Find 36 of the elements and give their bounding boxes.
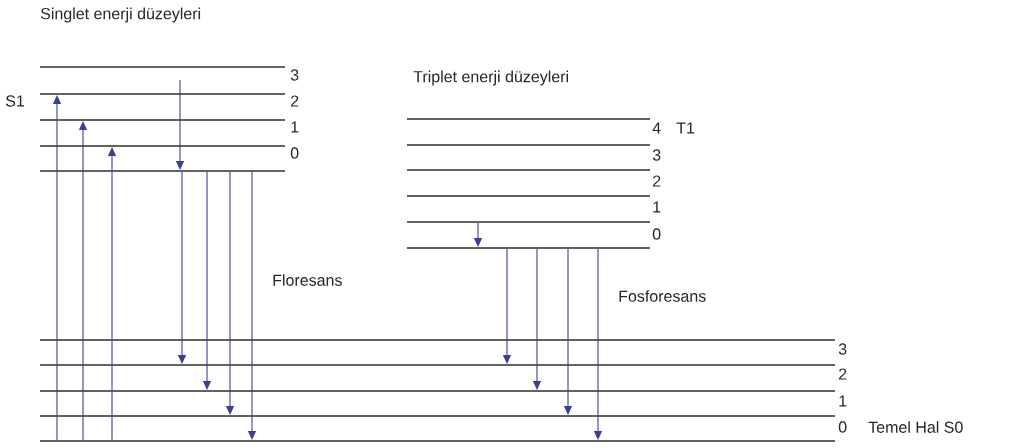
energy-level-line: [407, 144, 650, 146]
energy-level-line: [40, 390, 835, 392]
level-label: 1: [291, 121, 299, 133]
level-label: Fosforesans: [619, 290, 706, 302]
level-label: Floresans: [273, 274, 342, 286]
energy-level-line: [40, 66, 285, 68]
energy-level-line: [40, 415, 835, 417]
level-label: Singlet enerji düzeyleri: [40, 7, 201, 23]
energy-level-line: [407, 221, 650, 223]
energy-level-line: [40, 119, 285, 121]
level-label: 4: [652, 122, 661, 134]
level-label: 0: [838, 421, 847, 433]
level-label: 2: [653, 175, 661, 187]
energy-level-line: [40, 145, 285, 147]
level-label: 2: [839, 368, 847, 380]
level-label: 2: [291, 95, 299, 107]
level-label: T1: [676, 122, 695, 134]
level-label: 0: [290, 147, 299, 159]
level-label: Temel Hal S0: [868, 421, 963, 433]
energy-level-line: [40, 339, 835, 341]
level-label: 3: [838, 343, 847, 355]
level-label: S1: [5, 95, 24, 107]
energy-level-line: [40, 364, 835, 366]
level-label: 1: [653, 201, 661, 213]
level-label: 1: [839, 395, 847, 407]
energy-level-line: [40, 440, 835, 442]
level-label: 3: [290, 69, 299, 81]
level-label: 3: [652, 149, 661, 161]
energy-level-line: [40, 170, 285, 172]
energy-level-line: [40, 93, 285, 95]
level-label: 0: [652, 228, 661, 240]
energy-level-line: [407, 118, 650, 120]
level-label: Triplet enerji düzeyleri: [413, 70, 568, 86]
energy-level-line: [407, 195, 650, 197]
energy-level-line: [407, 169, 650, 171]
energy-level-line: [407, 247, 650, 249]
